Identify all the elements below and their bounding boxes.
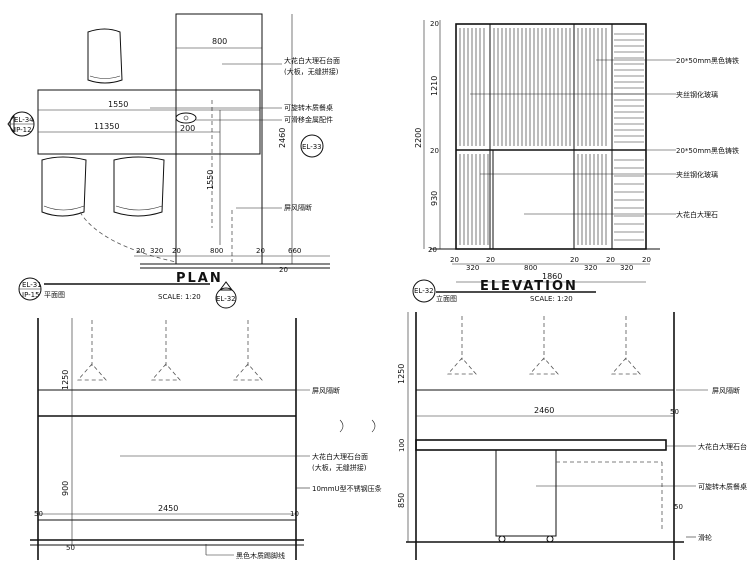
- plan-scale: SCALE: 1:20: [158, 293, 201, 301]
- svg-text:EL-31: EL-31: [22, 281, 42, 289]
- svg-text:800: 800: [210, 247, 223, 255]
- svg-text:2460: 2460: [534, 406, 554, 415]
- note-rotating-table: 可旋转木质餐桌: [284, 103, 333, 112]
- svg-text:320: 320: [150, 247, 163, 255]
- svg-text:1250: 1250: [61, 370, 70, 390]
- chair-top-left: [87, 28, 123, 84]
- plan-title: PLAN: [176, 271, 223, 286]
- svg-text:800: 800: [524, 264, 537, 272]
- svg-text:屏风隔断: 屏风隔断: [712, 386, 740, 395]
- svg-text:大花白大理石台面: 大花白大理石台面: [312, 452, 368, 461]
- section-left-view: 1250 900 50 50 2450 10 屏风隔断 大花白大理石台面 (大板…: [30, 318, 382, 560]
- svg-text:夹丝钢化玻璃: 夹丝钢化玻璃: [676, 90, 718, 99]
- svg-text:20: 20: [570, 256, 579, 264]
- dim-2200: 2200: [414, 128, 423, 148]
- elevation-view: 20 1210 20 930 20 2200 20 320 20 800 20 …: [412, 20, 739, 303]
- svg-text:850: 850: [397, 493, 406, 508]
- svg-text:EL-32: EL-32: [216, 295, 236, 303]
- svg-text:50: 50: [674, 503, 683, 511]
- counter-top: [415, 439, 667, 451]
- dim-11350: 11350: [94, 122, 119, 131]
- svg-text:50: 50: [670, 408, 679, 416]
- plan-partition: [175, 13, 263, 265]
- svg-text:IP-15: IP-15: [22, 291, 40, 299]
- svg-text:20: 20: [486, 256, 495, 264]
- svg-text:大花白大理石: 大花白大理石: [676, 210, 718, 219]
- chair-bottom-right: [113, 156, 165, 217]
- svg-text:屏风隔断: 屏风隔断: [312, 386, 340, 395]
- svg-text:320: 320: [584, 264, 597, 272]
- pendant-lamps-left: [77, 320, 263, 381]
- dim-800-top: 800: [212, 37, 227, 46]
- svg-text:(大板，无缝拼接): (大板，无缝拼接): [284, 67, 339, 76]
- pendant-lamps-right: [447, 316, 641, 375]
- svg-text:(大板，无缝拼接): (大板，无缝拼接): [312, 463, 367, 472]
- svg-text:10: 10: [290, 510, 299, 518]
- svg-text:夹丝钢化玻璃: 夹丝钢化玻璃: [676, 170, 718, 179]
- svg-text:900: 900: [61, 481, 70, 496]
- svg-text:660: 660: [288, 247, 301, 255]
- svg-text:SCALE: 1:20: SCALE: 1:20: [530, 295, 573, 303]
- svg-text:黑色木质踢脚线: 黑色木质踢脚线: [236, 551, 285, 560]
- section-right-view: 1250 100 850 2460 50 50 屏风隔断 大花白大理石台 可旋转…: [397, 312, 747, 560]
- note-sliding-fitting: 可滑移金属配件: [284, 115, 333, 124]
- svg-text:EL-34: EL-34: [14, 116, 34, 124]
- svg-text:20: 20: [428, 246, 437, 254]
- plan-table: [37, 89, 261, 155]
- svg-text:滑轮: 滑轮: [698, 533, 712, 542]
- dim-1860: 1860: [542, 272, 562, 281]
- svg-text:320: 320: [466, 264, 479, 272]
- svg-text:20: 20: [642, 256, 651, 264]
- svg-text:1250: 1250: [397, 364, 406, 384]
- svg-text:50: 50: [66, 544, 75, 552]
- dim-1550-h: 1550: [108, 100, 128, 109]
- svg-text:20*50mm黑色铸铁: 20*50mm黑色铸铁: [676, 56, 739, 65]
- svg-text:20*50mm黑色铸铁: 20*50mm黑色铸铁: [676, 146, 739, 155]
- rotating-table-body: [495, 449, 557, 537]
- dim-930: 930: [430, 191, 439, 206]
- note-screen-partition: 屏风隔断: [284, 203, 312, 212]
- svg-text:立面图: 立面图: [436, 294, 457, 303]
- dim-200: 200: [180, 124, 195, 133]
- svg-text:20: 20: [450, 256, 459, 264]
- note-marble-top: 大花白大理石台面: [284, 56, 340, 65]
- elevation-title: ELEVATION: [480, 279, 578, 294]
- svg-text:EL-32: EL-32: [414, 287, 434, 295]
- dim-2460-v: 2460: [278, 128, 287, 148]
- dim-1210: 1210: [430, 76, 439, 96]
- svg-text:50: 50: [34, 510, 43, 518]
- svg-text:20: 20: [279, 266, 288, 274]
- svg-text:可旋转木质餐桌: 可旋转木质餐桌: [698, 482, 747, 491]
- svg-text:平面图: 平面图: [44, 291, 65, 299]
- svg-text:IP-12: IP-12: [14, 126, 32, 134]
- svg-text:320: 320: [620, 264, 633, 272]
- svg-text:20: 20: [256, 247, 265, 255]
- svg-text:20: 20: [430, 20, 439, 28]
- svg-text:2450: 2450: [158, 504, 178, 513]
- svg-text:20: 20: [430, 147, 439, 155]
- svg-text:EL-33: EL-33: [302, 143, 322, 151]
- svg-text:20: 20: [172, 247, 181, 255]
- svg-text:10mmU型不锈钢压条: 10mmU型不锈钢压条: [312, 484, 382, 493]
- svg-text:20: 20: [606, 256, 615, 264]
- plan-view: 800 1550 11350 200 2460 1550 20 320 20 8…: [7, 13, 340, 309]
- svg-text:100: 100: [398, 439, 406, 452]
- glass-hatching: [459, 28, 644, 245]
- svg-text:大花白大理石台: 大花白大理石台: [698, 442, 747, 451]
- svg-text:20: 20: [136, 247, 145, 255]
- chair-bottom-left: [41, 156, 87, 217]
- dim-1550-v: 1550: [206, 170, 215, 190]
